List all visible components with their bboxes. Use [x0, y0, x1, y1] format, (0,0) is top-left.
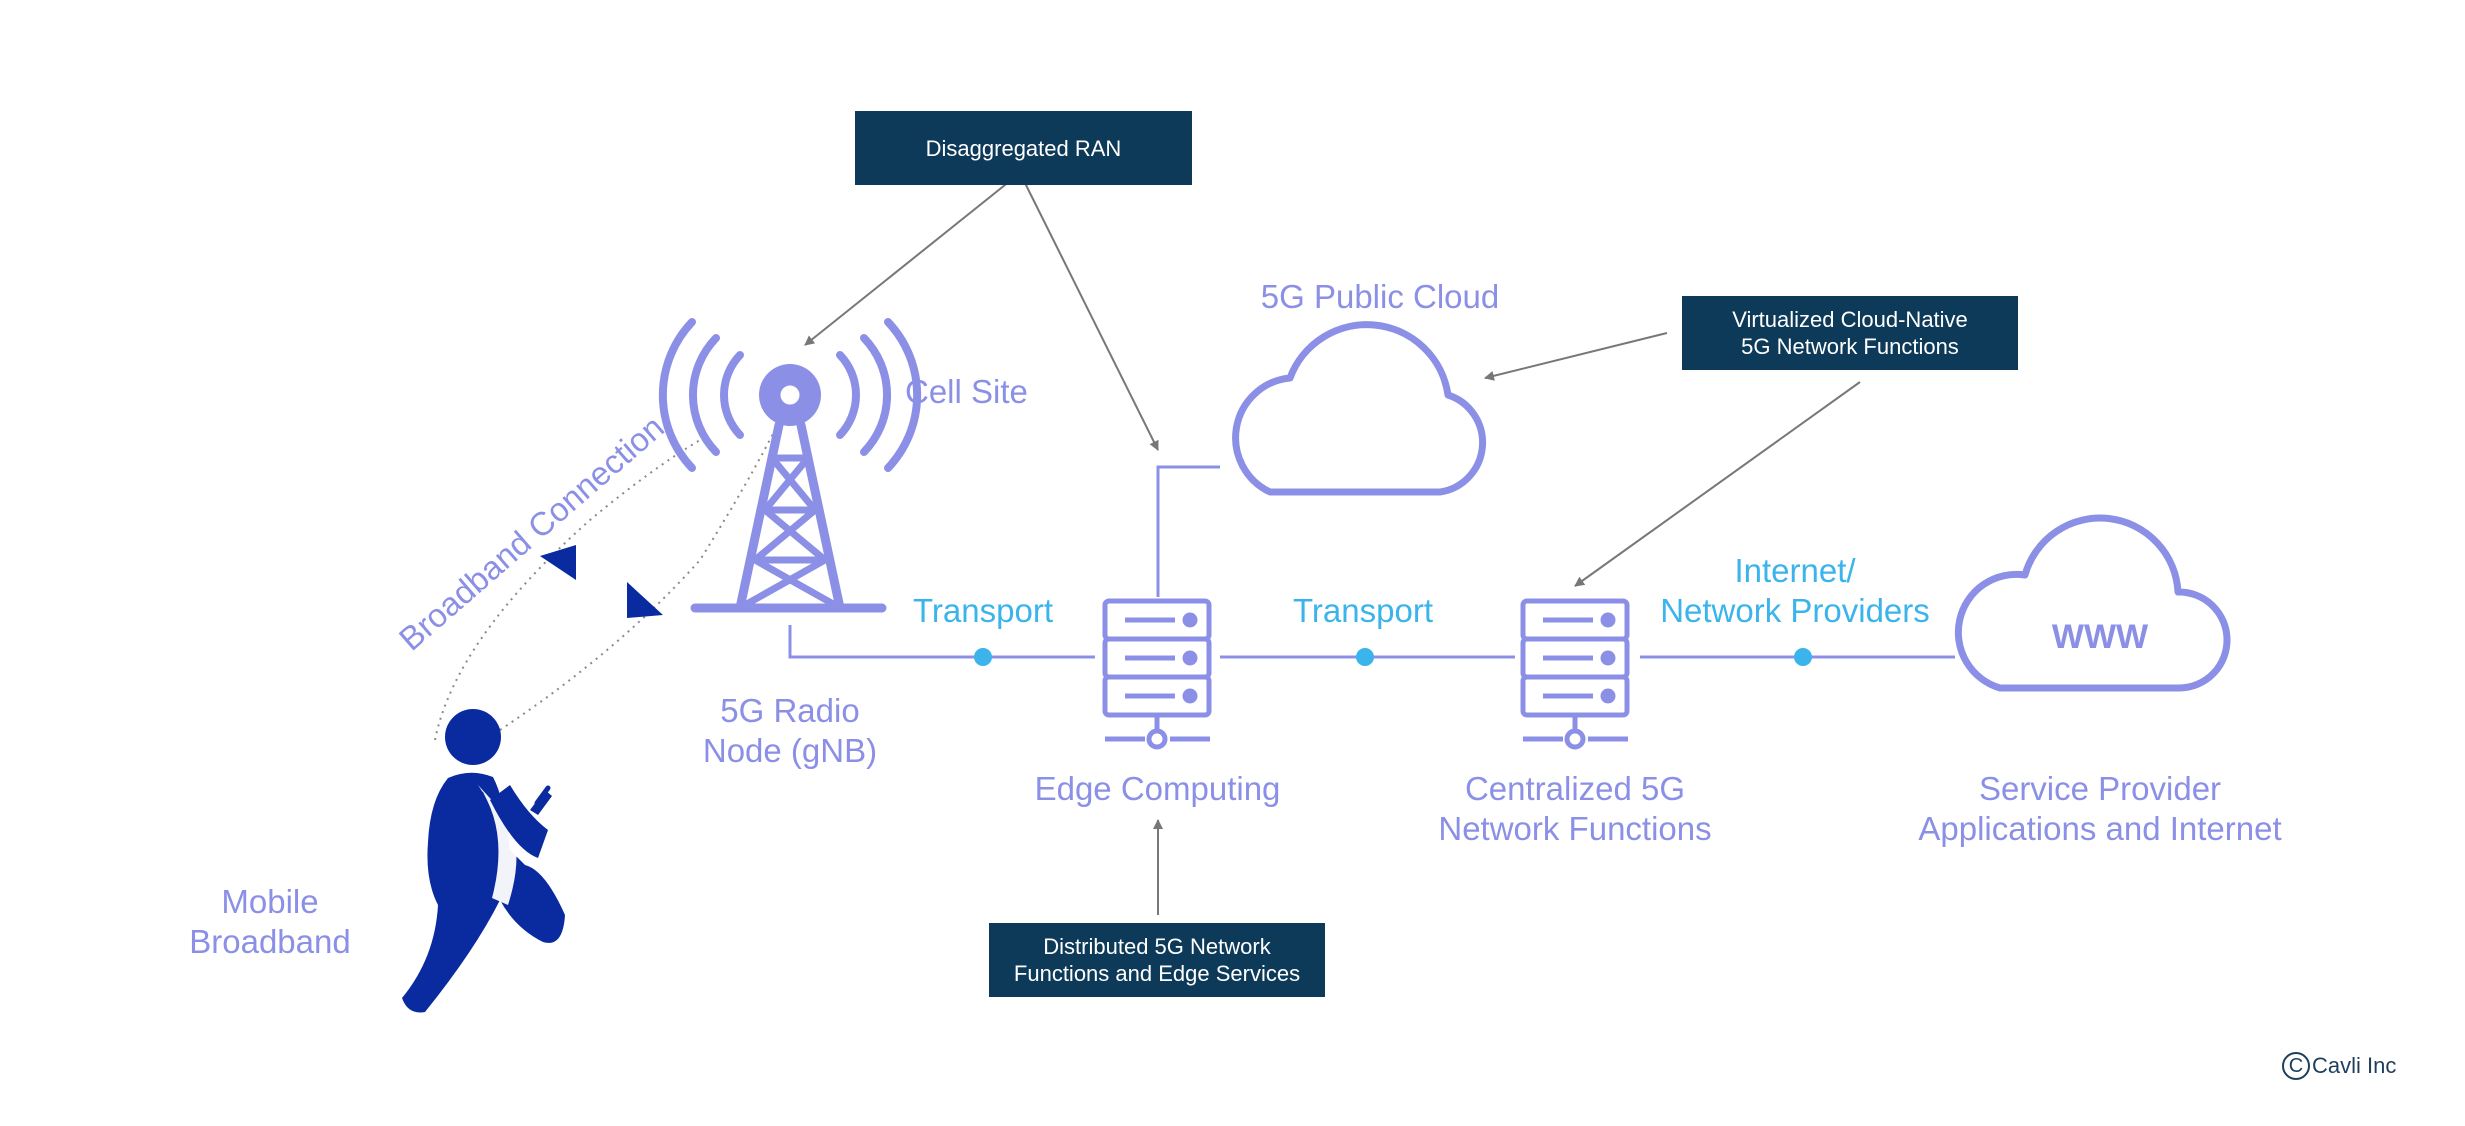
copyright-mark-icon: C: [2282, 1052, 2310, 1080]
antenna-icon: [627, 582, 663, 618]
label-internet-providers: Internet/ Network Providers: [1660, 552, 1930, 629]
label-centralized-functions: Centralized 5G Network Functions: [1438, 770, 1712, 847]
broadband-signal-lines: [434, 419, 781, 741]
brand-name: Cavli Inc: [2312, 1053, 2397, 1078]
transport-dot-2: [1356, 648, 1374, 666]
arrow-ran-to-edge: [1019, 172, 1159, 451]
arrow-ran-to-tower: [804, 172, 1021, 346]
arrow-virtualized-to-central: [1574, 381, 1861, 587]
callout-disaggregated-ran: Disaggregated RAN: [855, 111, 1192, 185]
server-icon: [1102, 598, 1212, 750]
cloud-icon: [1232, 321, 1487, 496]
person-icon: [402, 709, 565, 1013]
transport-dot-1: [974, 648, 992, 666]
internet-dot: [1794, 648, 1812, 666]
label-transport-2: Transport: [1293, 592, 1433, 629]
www-cloud-icon: [1954, 514, 2231, 692]
antenna-icon: [540, 545, 576, 580]
link-edge-to-cloud: [1156, 465, 1220, 597]
label-cell-site: Cell Site: [905, 373, 1028, 410]
label-public-cloud: 5G Public Cloud: [1260, 278, 1500, 315]
label-transport-1: Transport: [913, 592, 1053, 629]
label-service-provider: Service Provider Applications and Intern…: [1918, 770, 2282, 847]
cell-tower-icon: [658, 318, 922, 613]
signal-line-inner: [499, 419, 781, 731]
label-radio-node: 5G Radio Node (gNB): [702, 692, 878, 769]
label-www: WWW: [2051, 618, 2149, 656]
callout-distributed-functions: Distributed 5G Network Functions and Edg…: [989, 923, 1325, 997]
label-edge-computing: Edge Computing: [1034, 770, 1281, 807]
signal-line-outer: [434, 439, 701, 741]
arrow-virtualized-to-cloud: [1484, 332, 1668, 381]
callout-arrows: [804, 172, 1861, 915]
brand-logo: C Cavli Inc: [2282, 1052, 2396, 1080]
link-tower-to-edge: [788, 625, 1095, 659]
label-mobile-broadband: Mobile Broadband: [189, 883, 351, 960]
link-dots: [974, 648, 1812, 666]
server-icon: [1520, 598, 1630, 750]
callout-virtualized-functions: Virtualized Cloud-Native 5G Network Func…: [1682, 296, 2018, 370]
